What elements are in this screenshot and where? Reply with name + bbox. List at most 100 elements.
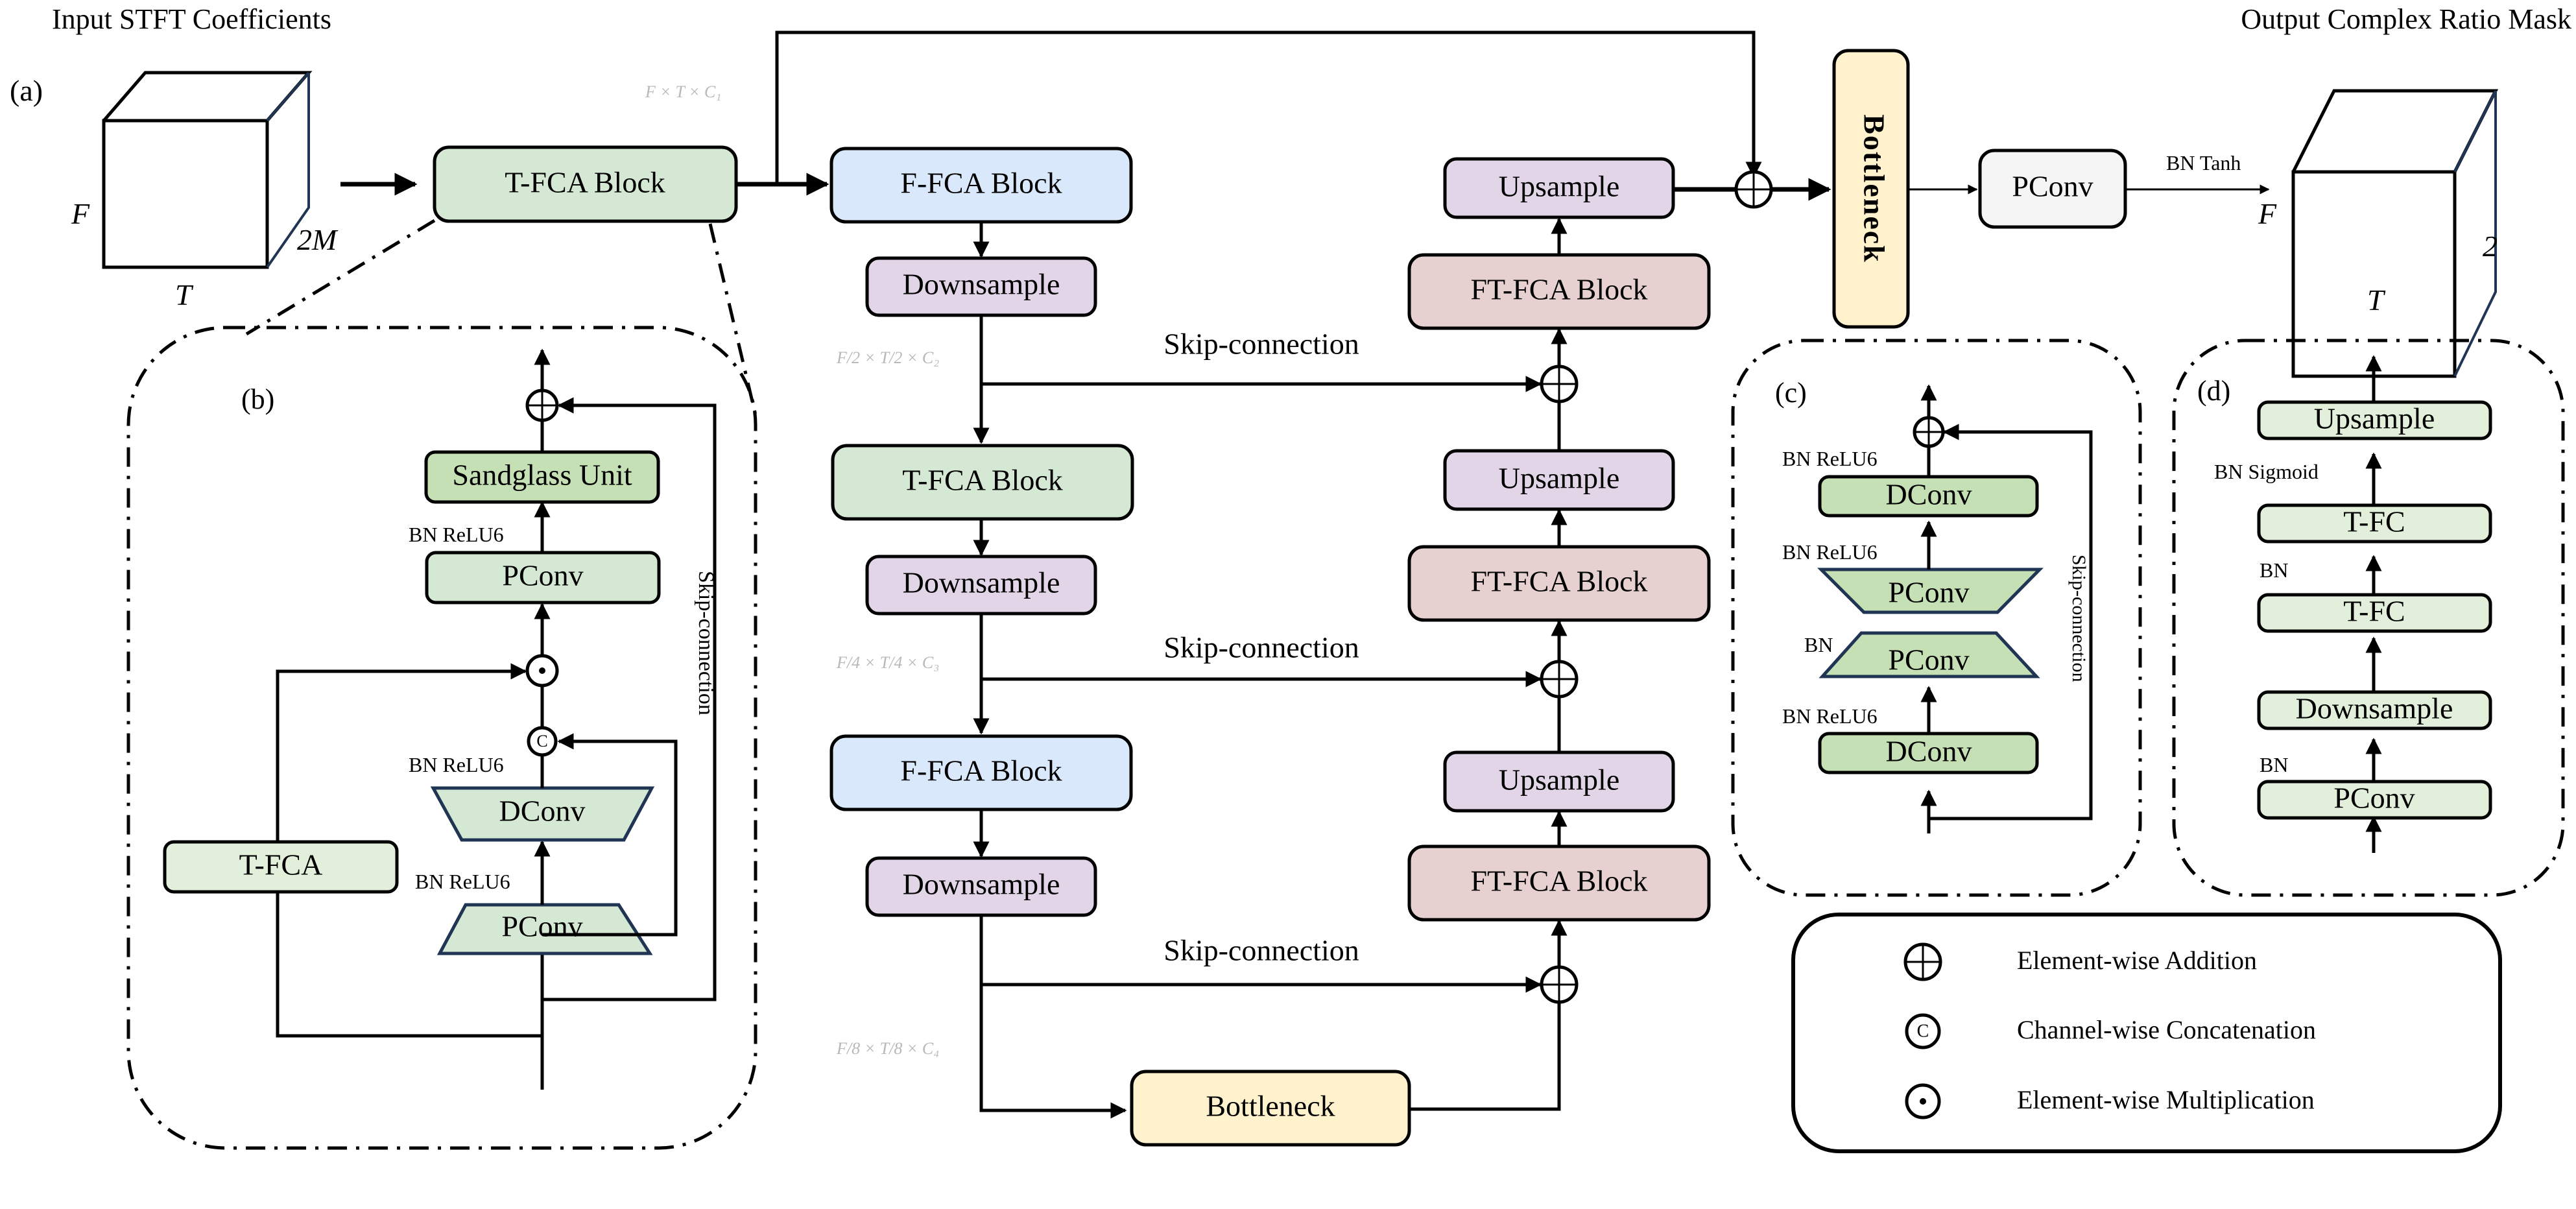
- dim-label-4: F/8 × T/8 × C₄: [836, 1039, 939, 1058]
- downsample-block-d[interactable]: Downsample: [2257, 690, 2492, 730]
- tfc-block-d-top[interactable]: T-FC: [2257, 503, 2492, 544]
- ftfca-block-3-label: FT-FCA Block: [1470, 865, 1647, 898]
- add-op-2: [1540, 660, 1579, 699]
- pconv-trapezoid-b[interactable]: PConv: [436, 903, 653, 955]
- tfca-block-input[interactable]: T-FCA Block: [433, 145, 738, 223]
- skip-connection-label-c: Skip-connection: [2068, 555, 2090, 682]
- act-label-d-bn2: BN: [2260, 753, 2288, 776]
- act-label-b3: BN ReLU6: [415, 870, 510, 893]
- bottleneck-block-out[interactable]: Bottleneck: [1832, 49, 1910, 329]
- downsample-block-d-label: Downsample: [2296, 692, 2453, 725]
- legend-item-add: Element-wise Addition: [2017, 946, 2257, 975]
- input-cube-height-label: F: [71, 197, 90, 230]
- dconv-block-c-top-label: DConv: [1886, 478, 1972, 511]
- ffca-block-3[interactable]: F-FCA Block: [829, 734, 1133, 811]
- act-label-c-bot: BN ReLU6: [1782, 704, 1878, 728]
- pconv-block-b-label: PConv: [502, 559, 583, 592]
- ftfca-block-1-label: FT-FCA Block: [1470, 273, 1647, 306]
- bottleneck-block-out-label: Bottleneck: [1857, 114, 1890, 263]
- input-cube-depth-label: 2M: [297, 223, 339, 256]
- upsample-block-2[interactable]: Upsample: [1443, 449, 1675, 511]
- legend-item-concat: Channel-wise Concatenation: [2017, 1015, 2316, 1044]
- act-label-c-bn: BN: [1804, 633, 1833, 656]
- upsample-block-2-label: Upsample: [1499, 462, 1620, 495]
- downsample-block-3[interactable]: Downsample: [865, 856, 1097, 917]
- ffca-block-1[interactable]: F-FCA Block: [829, 147, 1133, 224]
- ftfca-block-2[interactable]: FT-FCA Block: [1407, 545, 1711, 622]
- pconv-block-out-label: PConv: [2012, 170, 2093, 203]
- tfca-block-2[interactable]: T-FCA Block: [831, 444, 1134, 521]
- pconv-trapezoid-c-top[interactable]: PConv: [1817, 568, 2044, 614]
- skip-connection-label-b: Skip-connection: [694, 571, 718, 715]
- pconv-block-d[interactable]: PConv: [2257, 780, 2492, 820]
- upsample-block-1[interactable]: Upsample: [1443, 157, 1675, 219]
- input-cube: F T 2M: [71, 71, 339, 311]
- upsample-block-3-label: Upsample: [1499, 763, 1620, 796]
- svg-text:C: C: [1917, 1021, 1929, 1041]
- downsample-block-2[interactable]: Downsample: [865, 555, 1097, 616]
- ftfca-block-1[interactable]: FT-FCA Block: [1407, 253, 1711, 330]
- upsample-block-3[interactable]: Upsample: [1443, 750, 1675, 813]
- add-op-b: [525, 389, 559, 422]
- tfc-block-d-top-label: T-FC: [2343, 505, 2405, 538]
- input-title: Input STFT Coefficients: [52, 3, 331, 35]
- concat-op-b: C: [527, 726, 558, 757]
- upsample-block-1-label: Upsample: [1499, 170, 1620, 203]
- tfca-block-input-label: T-FCA Block: [505, 166, 665, 199]
- add-op-3: [1540, 965, 1579, 1004]
- act-label-c-mid: BN ReLU6: [1782, 540, 1878, 564]
- sandglass-unit-block[interactable]: Sandglass Unit: [424, 450, 660, 504]
- panel-b: (b) PConv BN ReLU6 DConv BN ReLU6 C: [126, 219, 757, 1150]
- tfca-block-b[interactable]: T-FCA: [163, 840, 399, 894]
- dconv-block-c-bot[interactable]: DConv: [1818, 732, 2039, 774]
- output-cube: F T 2: [2258, 89, 2499, 378]
- legend: Element-wise Addition C Channel-wise Con…: [1791, 913, 2502, 1153]
- act-label-d-sigmoid: BN Sigmoid: [2214, 460, 2319, 483]
- output-cube-height-label: F: [2258, 197, 2277, 230]
- legend-concat-icon: C: [1905, 1013, 1941, 1049]
- tfca-block-2-label: T-FCA Block: [902, 464, 1063, 497]
- skip-connection-label-3: Skip-connection: [1163, 934, 1359, 967]
- panel-label-b: (b): [241, 383, 274, 415]
- bottleneck-block-mid[interactable]: Bottleneck: [1130, 1070, 1411, 1147]
- upsample-block-d-label: Upsample: [2314, 402, 2435, 435]
- downsample-block-2-label: Downsample: [903, 566, 1060, 599]
- legend-item-multiply: Element-wise Multiplication: [2017, 1085, 2315, 1114]
- output-cube-depth-label: 2: [2483, 230, 2498, 263]
- dim-label-2: F/2 × T/2 × C₂: [836, 348, 939, 367]
- legend-add-icon: [1903, 942, 1942, 981]
- dconv-trapezoid-b-label: DConv: [499, 795, 586, 828]
- input-cube-width-label: T: [175, 278, 194, 311]
- skip-connection-label-1: Skip-connection: [1163, 328, 1359, 361]
- ffca-block-3-label: F-FCA Block: [900, 754, 1062, 787]
- tfc-block-d-bot-label: T-FC: [2343, 595, 2405, 628]
- downsample-block-1-label: Downsample: [903, 268, 1060, 301]
- pconv-trapezoid-b-label: PConv: [501, 910, 582, 943]
- legend-multiply-icon: [1905, 1083, 1941, 1119]
- bottleneck-block-mid-label: Bottleneck: [1206, 1090, 1335, 1123]
- panel-label-d: (d): [2197, 375, 2230, 407]
- dconv-trapezoid-b[interactable]: DConv: [430, 786, 655, 842]
- dconv-block-c-top[interactable]: DConv: [1818, 475, 2039, 518]
- panel-d: (d) PConv BN Downsample T-FC BN T-FC BN …: [2172, 339, 2565, 897]
- ftfca-block-3[interactable]: FT-FCA Block: [1407, 844, 1711, 922]
- panel-label-a: (a): [10, 74, 43, 107]
- output-cube-width-label: T: [2367, 283, 2386, 317]
- ffca-block-1-label: F-FCA Block: [900, 167, 1062, 200]
- dim-label-1: F × T × C₁: [645, 82, 721, 101]
- pconv-trapezoid-c-top-label: PConv: [1888, 576, 1969, 609]
- pconv-trapezoid-c-bot[interactable]: PConv: [1819, 631, 2040, 678]
- dconv-block-c-bot-label: DConv: [1886, 735, 1972, 768]
- pconv-block-d-label: PConv: [2333, 782, 2415, 815]
- pconv-trapezoid-c-bot-label: PConv: [1888, 643, 1969, 676]
- pconv-block-b[interactable]: PConv: [425, 551, 661, 604]
- out-activation-label: BN Tanh: [2166, 151, 2241, 174]
- svg-text:C: C: [536, 732, 547, 750]
- pconv-block-out[interactable]: PConv: [1978, 149, 2127, 229]
- ftfca-block-2-label: FT-FCA Block: [1470, 565, 1647, 598]
- downsample-block-1[interactable]: Downsample: [865, 256, 1097, 317]
- tfc-block-d-bot[interactable]: T-FC: [2257, 593, 2492, 633]
- add-op-c: [1913, 416, 1945, 448]
- upsample-block-d[interactable]: Upsample: [2257, 400, 2492, 440]
